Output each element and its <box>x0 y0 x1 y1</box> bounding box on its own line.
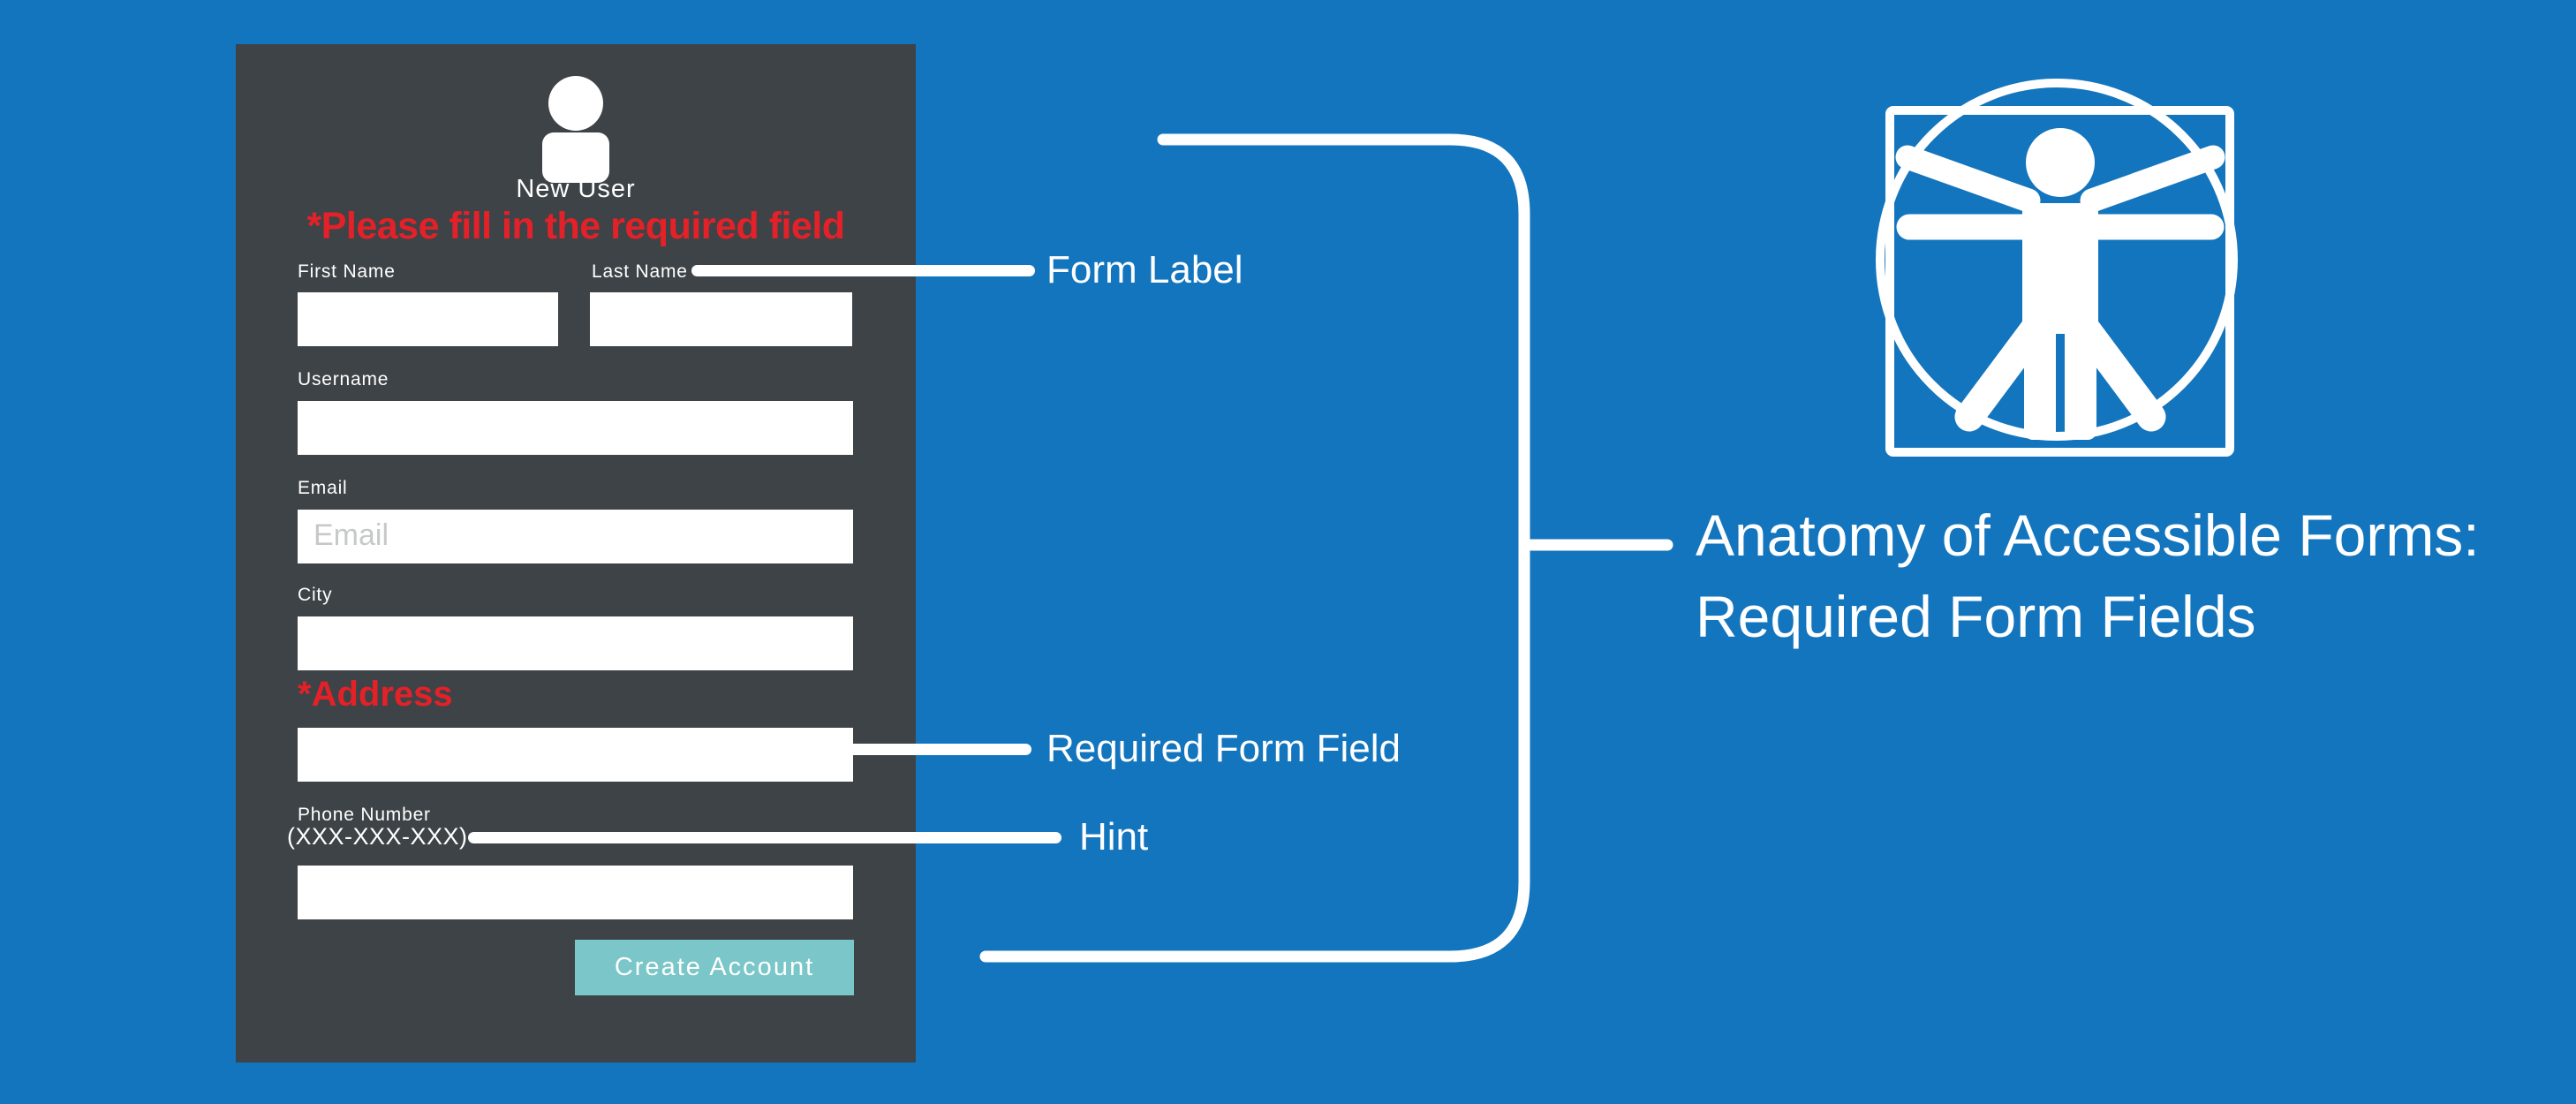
city-input[interactable] <box>298 616 853 670</box>
create-account-button[interactable]: Create Account <box>575 940 854 995</box>
phone-input[interactable] <box>298 866 853 919</box>
form-label-annotation: Form Label <box>1046 248 1243 291</box>
email-input[interactable] <box>298 510 853 563</box>
form-title: New User <box>516 175 636 203</box>
required-message: *Please fill in the required field <box>306 205 845 247</box>
required-field-annotation: Required Form Field <box>1046 727 1401 770</box>
title-line-1: Anatomy of Accessible Forms: <box>1696 503 2480 568</box>
username-input[interactable] <box>298 401 853 455</box>
address-label-required: *Address <box>298 675 453 714</box>
last-name-label: Last Name <box>592 261 688 282</box>
city-label: City <box>298 585 333 605</box>
phone-hint: (XXX-XXX-XXX) <box>287 823 468 850</box>
user-icon <box>542 76 609 183</box>
email-label: Email <box>298 478 348 498</box>
first-name-input[interactable] <box>298 292 558 346</box>
last-name-input[interactable] <box>590 292 852 346</box>
signup-form-panel: New User *Please fill in the required fi… <box>236 44 916 1062</box>
hint-callout-line <box>468 832 1061 843</box>
phone-label: Phone Number <box>298 805 431 825</box>
form-label-callout-line <box>691 265 1035 276</box>
vitruvian-man-icon <box>1876 79 2238 457</box>
required-field-callout-line <box>846 744 1031 755</box>
first-name-label: First Name <box>298 261 396 282</box>
username-label: Username <box>298 369 389 389</box>
hint-annotation: Hint <box>1079 815 1149 858</box>
infographic-title: Anatomy of Accessible Forms: Required Fo… <box>1696 495 2480 657</box>
address-input[interactable] <box>298 728 853 782</box>
title-line-2: Required Form Fields <box>1696 584 2256 649</box>
